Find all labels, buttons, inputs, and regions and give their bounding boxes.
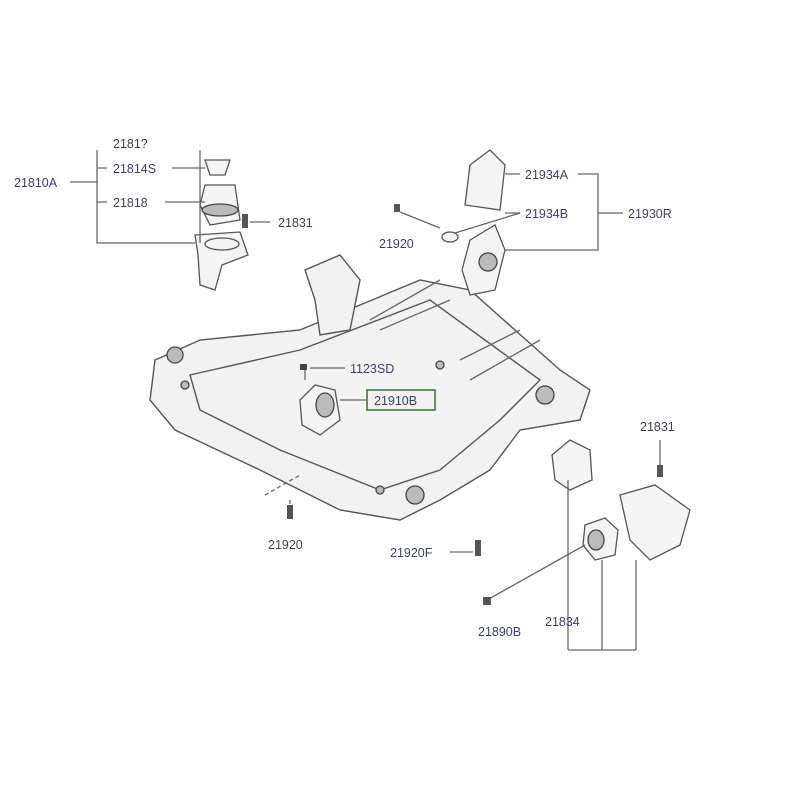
center-mount bbox=[299, 364, 367, 436]
label-21934B: 21934B bbox=[525, 207, 568, 221]
label-21831-right: 21831 bbox=[640, 420, 675, 434]
label-21818: 21818 bbox=[113, 196, 148, 210]
label-21814S: 21814S bbox=[113, 162, 156, 176]
label-21920-top: 21920 bbox=[379, 237, 414, 251]
label-21920F: 21920F bbox=[390, 546, 433, 560]
front-bolt bbox=[264, 474, 301, 519]
label-21810A: 21810A bbox=[14, 176, 58, 190]
label-cut-off: 2181? bbox=[113, 137, 148, 151]
label-1123SD: 1123SD bbox=[350, 362, 394, 376]
rear-bushing-parts bbox=[450, 439, 691, 651]
label-21831-left: 21831 bbox=[278, 216, 313, 230]
label-21834: 21834 bbox=[545, 615, 580, 629]
subframe bbox=[149, 254, 591, 521]
label-box-21910B bbox=[366, 389, 436, 411]
label-21920-front: 21920 bbox=[268, 538, 303, 552]
label-21910B: 21910B bbox=[374, 394, 417, 408]
label-21930R: 21930R bbox=[628, 207, 672, 221]
left-mount-parts bbox=[70, 150, 270, 291]
right-mount-parts bbox=[394, 149, 623, 296]
label-21890B: 21890B bbox=[478, 625, 521, 639]
label-21934A: 21934A bbox=[525, 168, 569, 182]
